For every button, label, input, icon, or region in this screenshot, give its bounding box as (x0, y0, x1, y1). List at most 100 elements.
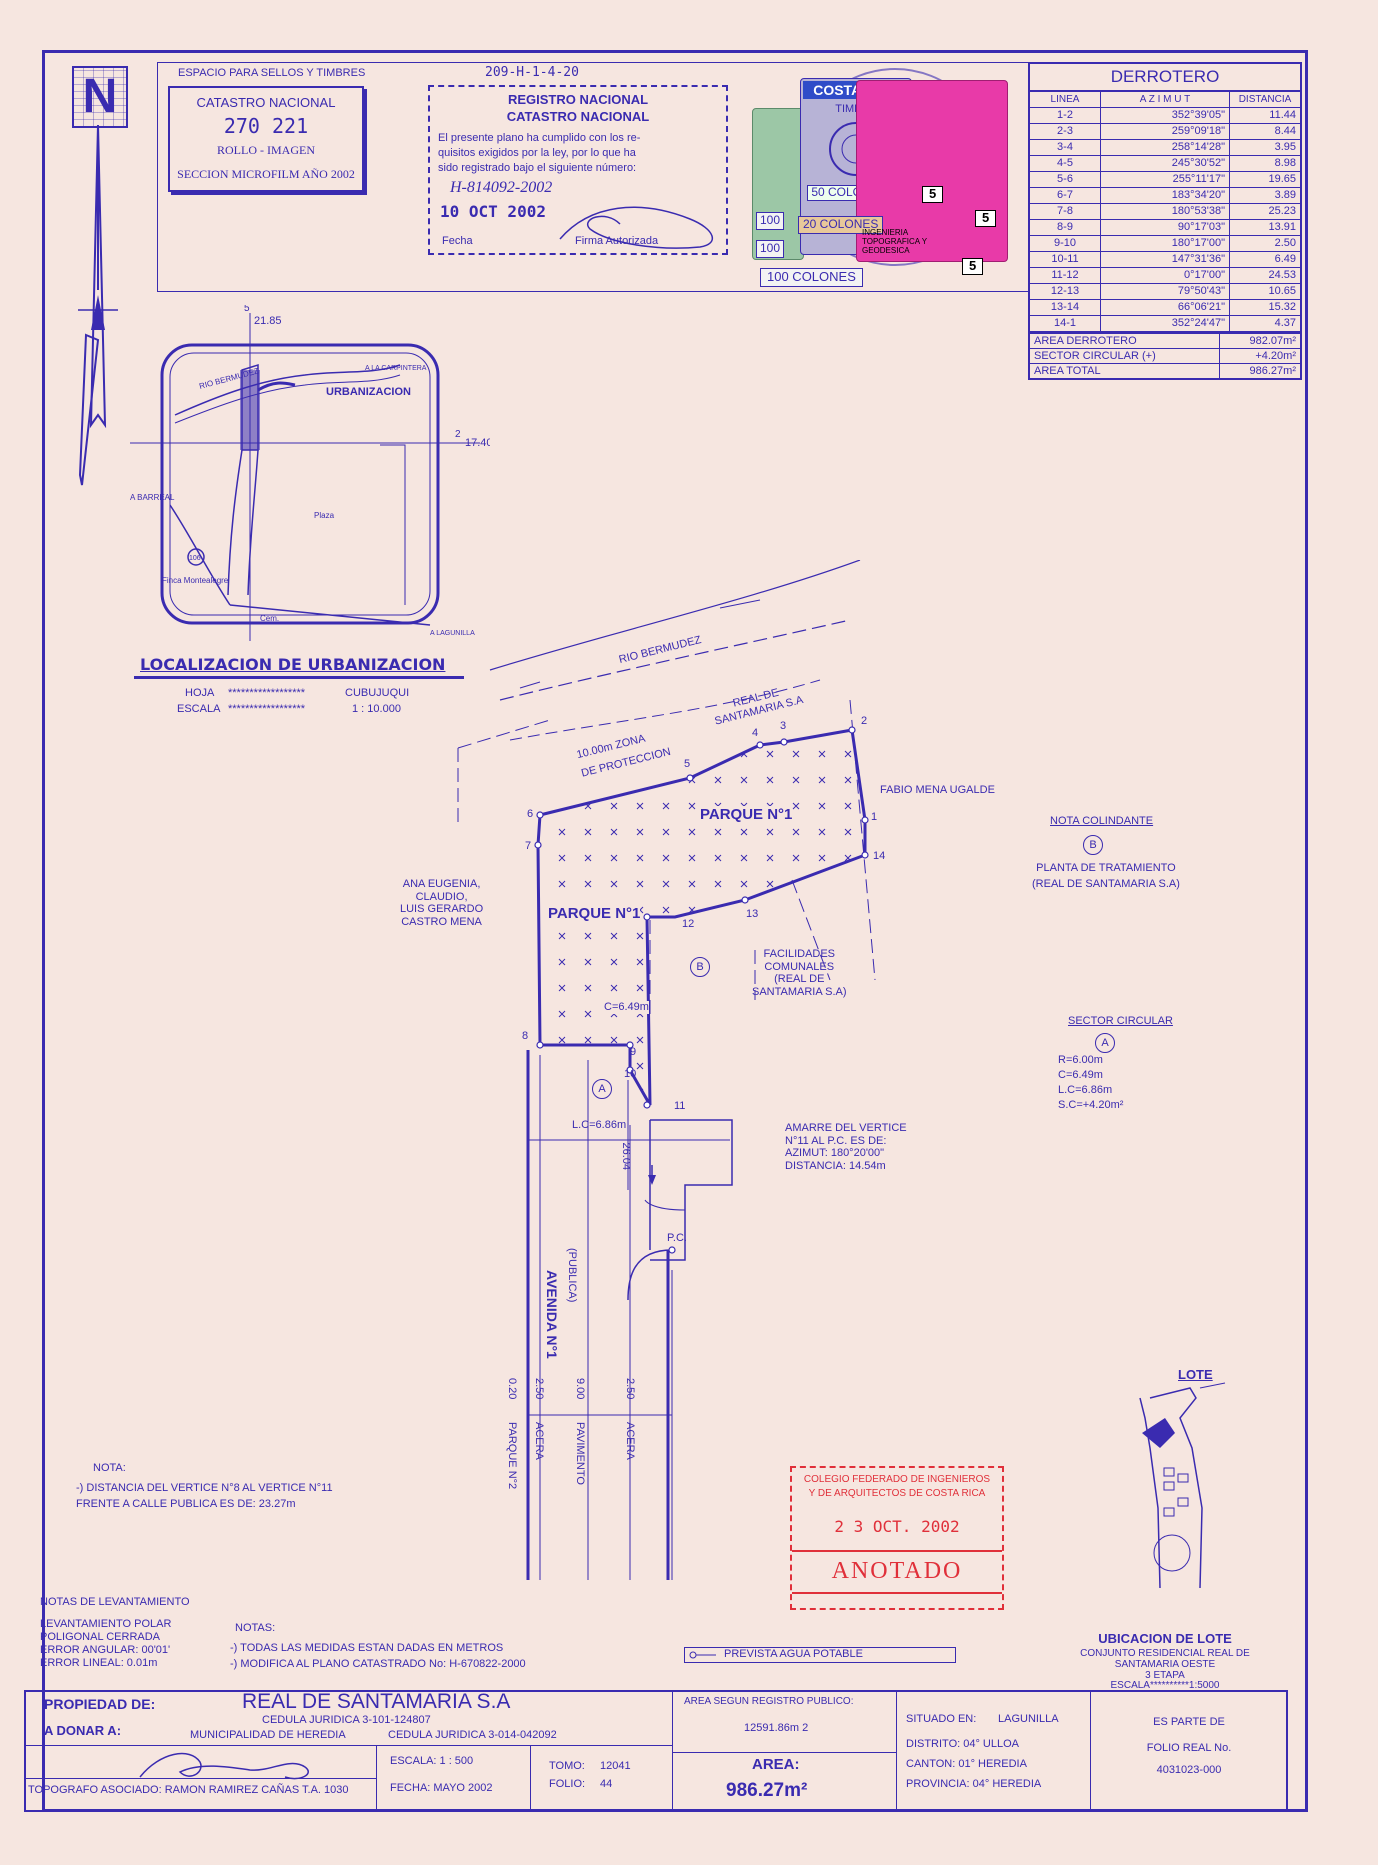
loc-right-coord-a: 2 (455, 429, 461, 440)
tax-stamp-5c: 5 (962, 258, 984, 275)
area-total-value: 986.27m² (1219, 362, 1302, 380)
notas-levantamiento-text: LEVANTAMIENTO POLAR POLIGONAL CERRADA ER… (40, 1618, 172, 1669)
col-linea: LINEA (1028, 90, 1101, 108)
derrotero-distancia: 15.32 (1229, 298, 1302, 316)
plan-owners-left: ANA EUGENIA, CLAUDIO, LUIS GERARDO CASTR… (400, 878, 484, 928)
vertex-12: 12 (682, 918, 695, 930)
cedula-2: CEDULA JURIDICA 3-014-042092 (388, 1729, 557, 1741)
derrotero-distancia: 11.44 (1229, 106, 1302, 124)
plan-sec-0-20: 0.20 (506, 1378, 518, 1400)
tb-divider-area (672, 1752, 896, 1753)
colegio-stamp: COLEGIO FEDERADO DE INGENIEROS Y DE ARQU… (790, 1466, 1004, 1610)
ubicacion-escala: ESCALA**********1:5000 (1110, 1680, 1220, 1691)
loc-top-coord-b: 21.85 (254, 315, 282, 327)
ubicacion-line-3: 3 ETAPA (1145, 1670, 1185, 1681)
sector-circular-row: SECTOR CIRCULAR (+)+4.20m² (1028, 347, 1302, 364)
propiedad-label: PROPIEDAD DE: (44, 1696, 156, 1712)
colegio-line-1: COLEGIO FEDERADO DE INGENIEROS (803, 1474, 991, 1485)
plan-pc: P.C. (667, 1232, 687, 1244)
catastro-title: CATASTRO NACIONAL (196, 95, 336, 110)
lote-label: LOTE (1178, 1367, 1213, 1382)
tb-vline-5 (1090, 1690, 1091, 1812)
site-plan (457, 560, 876, 1580)
vertex-8: 8 (522, 1030, 529, 1042)
sector-circular-marker: A (1095, 1033, 1115, 1053)
derrotero-azimut: 79°50'43" (1100, 282, 1230, 300)
location-underline (134, 676, 464, 679)
tax-stamp-5a: 5 (922, 186, 944, 203)
registro-title-2: CATASTRO NACIONAL (506, 109, 650, 124)
sector-circular-text: R=6.00m C=6.49m L.C=6.86m S.C=+4.20m² (1058, 1054, 1124, 1111)
tb-vline-3 (672, 1690, 673, 1812)
vertex-5: 5 (684, 758, 691, 770)
tb-vline-2 (530, 1745, 531, 1812)
area-registro-value: 12591.86m 2 (744, 1722, 809, 1734)
tomo-label: TOMO: (549, 1760, 585, 1772)
escala-dots: ****************** (228, 703, 306, 715)
propiedad-value: REAL DE SANTAMARIA S.A (242, 1690, 511, 1713)
colegio-line-2: Y DE ARQUITECTOS DE COSTA RICA (808, 1488, 986, 1499)
registro-signature (559, 206, 713, 249)
donar-label: A DONAR A: (44, 1723, 122, 1738)
plan-publica: (PUBLICA) (566, 1248, 578, 1303)
fecha: FECHA: MAYO 2002 (390, 1782, 493, 1794)
es-parte: ES PARTE DE (1153, 1716, 1225, 1728)
derrotero-linea: 2-3 (1028, 122, 1101, 140)
registro-text: El presente plano ha cumplido con los re… (438, 132, 641, 174)
plan-avenida: AVENIDA N°1 (544, 1270, 560, 1359)
derrotero-header-row: LINEA A Z I M U T DISTANCIA (1028, 90, 1302, 108)
vertex-3: 3 (780, 720, 787, 732)
legend-label: PREVISTA AGUA POTABLE (724, 1648, 863, 1660)
tax-stamp-ingenieria: INGENIERIA TOPOGRAFICA Y GEODESICA (862, 228, 927, 256)
plan-facilidades: FACILIDADES COMUNALES (REAL DE SANTAMARI… (752, 948, 847, 998)
folio-label: FOLIO: (549, 1778, 586, 1790)
derrotero-distancia: 8.98 (1229, 154, 1302, 172)
derrotero-linea: 10-11 (1028, 250, 1101, 268)
area-label: AREA: (752, 1756, 800, 1773)
plan-acera-b: ACERA (624, 1422, 636, 1460)
derrotero-azimut: 352°39'05" (1100, 106, 1230, 124)
vertex-9: 9 (630, 1046, 637, 1058)
notas-levantamiento-title: NOTAS DE LEVANTAMIENTO (40, 1596, 190, 1608)
derrotero-linea: 8-9 (1028, 218, 1101, 236)
situado-label: SITUADO EN: (906, 1713, 977, 1725)
col-distancia: DISTANCIA (1229, 90, 1302, 108)
derrotero-linea: 6-7 (1028, 186, 1101, 204)
loc-urbanizacion: URBANIZACION (326, 386, 411, 398)
colegio-date: 2 3 OCT. 2002 (834, 1517, 960, 1536)
north-logo: N (72, 66, 128, 128)
derrotero-azimut: 147°31'36" (1100, 250, 1230, 268)
derrotero-panel: DERROTERO LINEA A Z I M U T DISTANCIA 1-… (1028, 62, 1302, 380)
vertex-13: 13 (746, 908, 759, 920)
derrotero-azimut: 66°06'21" (1100, 298, 1230, 316)
derrotero-title: DERROTERO (1028, 62, 1302, 90)
title-block (24, 1690, 1288, 1812)
derrotero-distancia: 25.23 (1229, 202, 1302, 220)
ubicacion-line-2: SANTAMARIA OESTE (1114, 1659, 1216, 1670)
derrotero-linea: 1-2 (1028, 106, 1101, 124)
area-value: 986.27m² (726, 1780, 808, 1801)
stamp-space-label: ESPACIO PARA SELLOS Y TIMBRES (178, 67, 366, 79)
derrotero-azimut: 258°14'28" (1100, 138, 1230, 156)
derrotero-distancia: 3.89 (1229, 186, 1302, 204)
tax-stamp-100b: 100 (756, 240, 785, 258)
derrotero-distancia: 3.95 (1229, 138, 1302, 156)
derrotero-azimut: 180°17'00" (1100, 234, 1230, 252)
derrotero-linea: 5-6 (1028, 170, 1101, 188)
tb-vline-4 (896, 1690, 897, 1812)
escala-label: ESCALA (177, 703, 221, 715)
derrotero-azimut: 90°17'03" (1100, 218, 1230, 236)
area-derrotero-label: AREA DERROTERO (1028, 332, 1221, 349)
loc-finca: Finca Montealegre (162, 576, 229, 585)
derrotero-azimut: 180°53'38" (1100, 202, 1230, 220)
legend-box (684, 1647, 956, 1663)
registro-date: 10 OCT 2002 (440, 202, 546, 221)
tb-divider-1 (24, 1745, 672, 1746)
loc-lagunilla: A LAGUNILLA (430, 630, 475, 637)
notas-line-1: -) TODAS LAS MEDIDAS ESTAN DADAS EN METR… (230, 1642, 504, 1654)
